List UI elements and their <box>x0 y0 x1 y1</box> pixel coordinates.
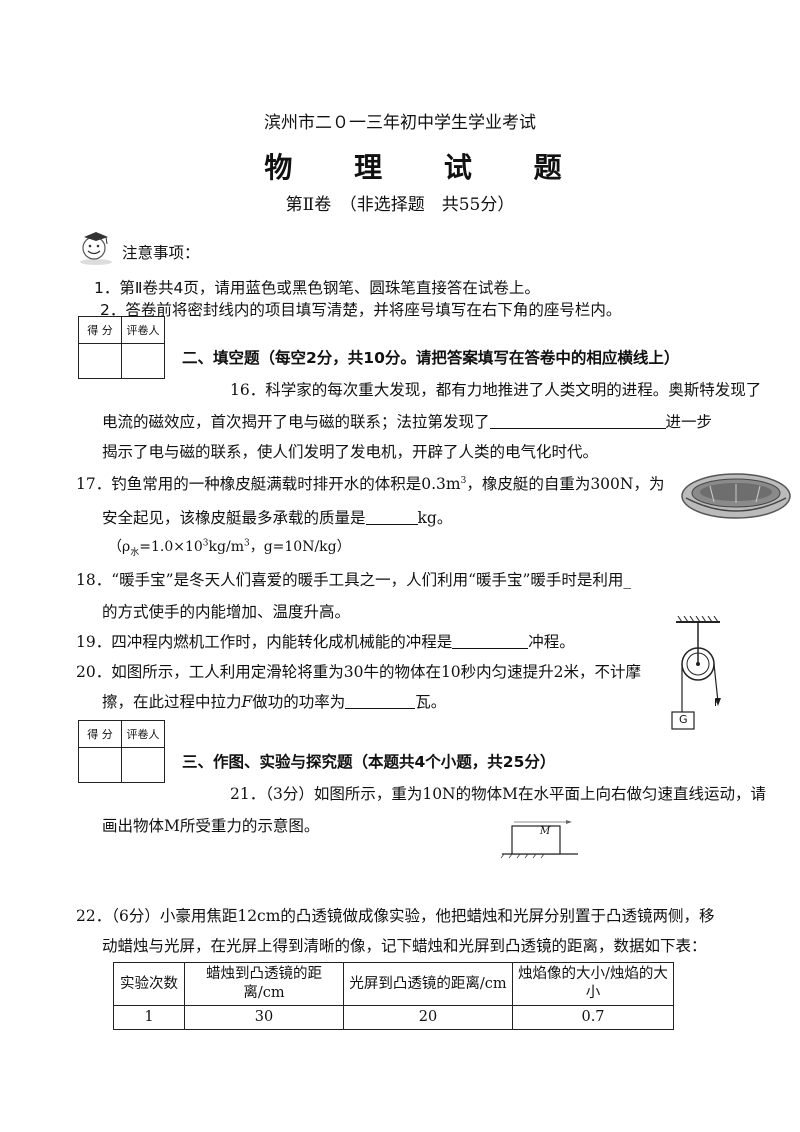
q17-text-c: 安全起见，该橡皮艇最多承载的质量是 <box>102 509 366 527</box>
q17-rho: （ρ <box>108 539 131 555</box>
q19-text-b: 冲程。 <box>528 633 575 651</box>
q20-text-c: 瓦。 <box>415 693 447 711</box>
q20-line-2: 擦，在此过程中拉力F做功的功率为 瓦。 <box>102 690 446 712</box>
table-cell: 0.7 <box>512 1005 674 1030</box>
q20-answer-blank[interactable] <box>345 691 416 709</box>
q16-text-a: 电流的磁效应，首次揭开了电与磁的联系；法拉第发现了 <box>102 413 490 431</box>
q17-text-a: 17．钓鱼常用的一种橡皮艇满载时排开水的体积是0.3m <box>76 475 461 493</box>
q20-var-f: F <box>241 693 253 711</box>
pulley-f-label: F <box>714 698 720 709</box>
q19-text-a: 19．四冲程内燃机工作时，内能转化成机械能的冲程是 <box>76 633 453 651</box>
section-3-heading: 三、作图、实验与探究题（本题共4个小题，共25分） <box>182 753 556 771</box>
q17-sup: 3 <box>460 475 467 486</box>
table-header-candle-distance: 蜡烛到凸透镜的距离/cm <box>184 962 344 1006</box>
q17-unit-exp: 3 <box>243 538 250 549</box>
q19-line-1: 19．四冲程内燃机工作时，内能转化成机械能的冲程是 冲程。 <box>76 630 575 652</box>
q16-answer-blank[interactable] <box>489 411 666 429</box>
q17-text-d: kg。 <box>417 509 453 527</box>
block-m-label: M <box>540 826 551 837</box>
page-title: 物 理 试 题 <box>264 151 588 184</box>
q18-line-1: 18．“暖手宝”是冬天人们喜爱的暖手工具之一，人们利用“暖手宝”暖手时是利用_ <box>76 571 632 589</box>
q17-exp: 3 <box>202 538 209 549</box>
score-box: 得 分评卷人 <box>78 316 165 379</box>
experiment-table: 实验次数 蜡烛到凸透镜的距离/cm 光屏到凸透镜的距离/cm 烛焰像的大小/烛焰… <box>113 962 674 1030</box>
table-cell: 20 <box>343 1005 513 1030</box>
q22-line-2: 动蜡烛与光屏，在光屏上得到清晰的像，记下蜡烛和光屏到凸透镜的距离，数据如下表： <box>102 937 707 955</box>
pulley-diagram: G F <box>660 615 740 736</box>
pulley-g-label: G <box>679 713 688 726</box>
q20-text-b: 做功的功率为 <box>252 693 346 711</box>
q22-line-1: 22．（6分）小豪用焦距12cm的凸透镜做成像实验，他把蜡烛和光屏分别置于凸透镜… <box>76 907 715 925</box>
grader-cell[interactable] <box>121 343 165 379</box>
q16-text-b: 进一步 <box>665 413 713 431</box>
q17-line-3: （ρ水=1.0×103kg/m3，g=10N/kg） <box>108 536 351 558</box>
smiley-graduate-icon <box>76 226 116 266</box>
grader-cell-2[interactable] <box>121 747 165 783</box>
q20-text-a: 擦，在此过程中拉力 <box>102 693 242 711</box>
table-header-size-ratio: 烛焰像的大小/烛焰的大小 <box>512 962 674 1006</box>
exam-name: 滨州市二０一三年初中学生学业考试 <box>264 113 536 133</box>
table-cell: 30 <box>184 1005 344 1030</box>
score-label: 得 分 <box>78 316 122 344</box>
volume-subtitle: 第Ⅱ卷 （非选择题 共55分） <box>285 195 515 215</box>
rubber-boat-image <box>680 462 792 526</box>
q17-line-2: 安全起见，该橡皮艇最多承载的质量是 kg。 <box>102 506 452 528</box>
notice-heading: 注意事项： <box>122 244 200 262</box>
grader-label: 评卷人 <box>121 316 165 344</box>
q17-text-b: ，橡皮艇的自重为300N，为 <box>466 475 665 493</box>
q17-unit: kg/m <box>208 539 244 555</box>
score-label-2: 得 分 <box>78 720 122 748</box>
q16-line-3: 揭示了电与磁的联系，使人们发明了发电机，开辟了人类的电气化时代。 <box>102 443 599 461</box>
score-cell[interactable] <box>78 343 122 379</box>
q17-g: ，g=10N/kg） <box>249 539 351 555</box>
q17-line-1: 17．钓鱼常用的一种橡皮艇满载时排开水的体积是0.3m3，橡皮艇的自重为300N… <box>76 472 664 494</box>
table-row: 1 30 20 0.7 <box>113 1005 674 1030</box>
q18-line-2: 的方式使手的内能增加、温度升高。 <box>102 603 351 621</box>
block-diagram: M <box>500 812 580 860</box>
table-header-trial: 实验次数 <box>113 962 185 1006</box>
q16-line-1: 16．科学家的每次重大发现，都有力地推进了人类文明的进程。奥斯特发现了 <box>230 381 762 399</box>
grader-label-2: 评卷人 <box>121 720 165 748</box>
table-cell: 1 <box>113 1005 185 1030</box>
q17-answer-blank[interactable] <box>365 507 418 525</box>
q17-density: =1.0×10 <box>139 539 203 555</box>
q21-line-2: 画出物体M所受重力的示意图。 <box>102 817 320 835</box>
score-cell-2[interactable] <box>78 747 122 783</box>
notice-item-2: 2．答卷前将密封线内的项目填写清楚，并将座号填写在右下角的座号栏内。 <box>100 301 622 319</box>
notice-item-1: 1．第Ⅱ卷共4页，请用蓝色或黑色钢笔、圆珠笔直接答在试卷上。 <box>94 279 540 297</box>
q20-line-1: 20．如图所示，工人利用定滑轮将重为30牛的物体在10秒内匀速提升2米，不计摩 <box>76 663 642 681</box>
q16-line-2: 电流的磁效应，首次揭开了电与磁的联系；法拉第发现了 进一步 <box>102 410 712 432</box>
section-2-heading: 二、填空题（每空2分，共10分。请把答案填写在答卷中的相应横线上） <box>182 349 680 367</box>
q21-line-1: 21．（3分）如图所示，重为10N的物体M在水平面上向右做匀速直线运动，请 <box>230 785 766 803</box>
q17-rho-sub: 水 <box>130 547 140 558</box>
table-header-screen-distance: 光屏到凸透镜的距离/cm <box>343 962 513 1006</box>
score-box-2: 得 分评卷人 <box>78 720 165 783</box>
q19-answer-blank[interactable] <box>452 631 529 649</box>
